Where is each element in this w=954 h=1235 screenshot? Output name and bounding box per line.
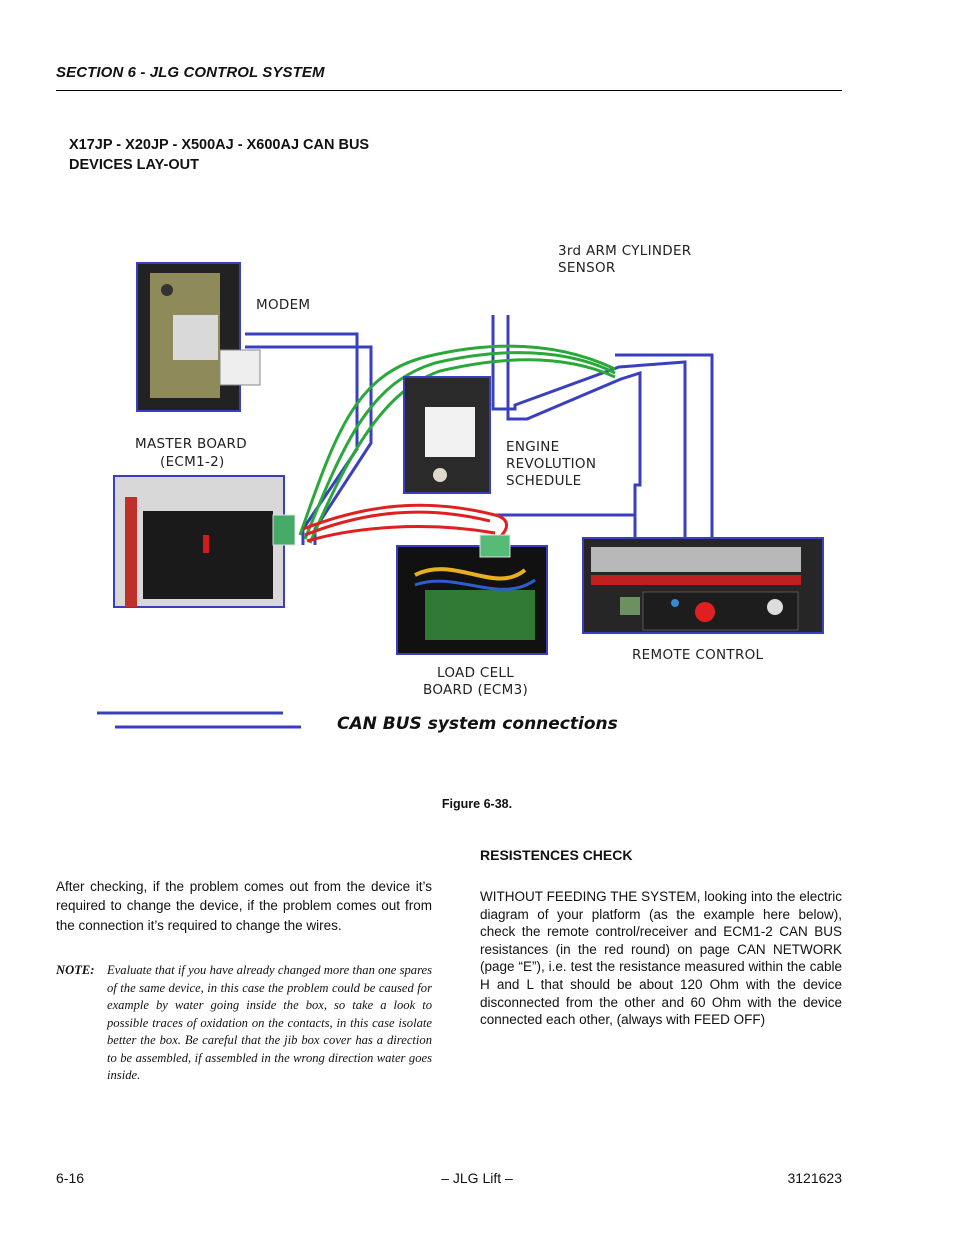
engine-label-line-2: REVOLUTION <box>506 456 596 472</box>
red-wires <box>302 503 508 543</box>
can-bus-diagram: 3rd ARM CYLINDER SENSOR MODEM MASTER BOA… <box>97 243 824 734</box>
master-board-photo <box>113 475 296 608</box>
master-board-label-line-1: MASTER BOARD <box>135 436 247 452</box>
page-title: X17JP - X20JP - X500AJ - X600AJ CAN BUS … <box>69 135 369 175</box>
resistences-heading: RESISTENCES CHECK <box>480 847 633 863</box>
document-number: 3121623 <box>787 1170 842 1186</box>
load-cell-board-photo <box>396 534 548 655</box>
title-line-2: DEVICES LAY-OUT <box>69 157 199 173</box>
sensor-label-line-2: SENSOR <box>558 260 616 276</box>
green-wires <box>298 344 616 544</box>
remote-control-photo <box>582 537 824 634</box>
remote-control-label: REMOTE CONTROL <box>632 647 764 663</box>
modem-label: MODEM <box>256 297 310 313</box>
bus-wires <box>245 315 714 545</box>
legend-label: CAN BUS system connections <box>337 714 618 734</box>
title-line-1: X17JP - X20JP - X500AJ - X600AJ CAN BUS <box>69 137 370 153</box>
footer-publisher: – JLG Lift – <box>441 1170 513 1186</box>
note-label: NOTE: <box>56 963 95 977</box>
sensor-label-line-1: 3rd ARM CYLINDER <box>558 243 691 259</box>
note-text: Evaluate that if you have already change… <box>107 963 432 1082</box>
resistences-paragraph: WITHOUT FEEDING THE SYSTEM, looking into… <box>480 889 842 1028</box>
section-header: SECTION 6 - JLG CONTROL SYSTEM <box>56 64 325 81</box>
load-cell-label-line-2: BOARD (ECM3) <box>423 682 528 698</box>
master-board-label-line-2: (ECM1-2) <box>160 454 225 470</box>
legend: CAN BUS system connections <box>97 711 618 734</box>
note-block: NOTE: Evaluate that if you have already … <box>56 962 432 1085</box>
page-number: 6-16 <box>56 1170 85 1186</box>
engine-label-line-3: SCHEDULE <box>506 473 581 489</box>
load-cell-label-line-1: LOAD CELL <box>437 665 514 681</box>
left-paragraph: After checking, if the problem comes out… <box>56 879 432 933</box>
header-rule <box>56 90 842 91</box>
engine-label-line-1: ENGINE <box>506 439 560 455</box>
modem-photo <box>136 262 261 412</box>
engine-schedule-photo <box>403 376 491 494</box>
figure-caption: Figure 6-38. <box>441 797 513 811</box>
